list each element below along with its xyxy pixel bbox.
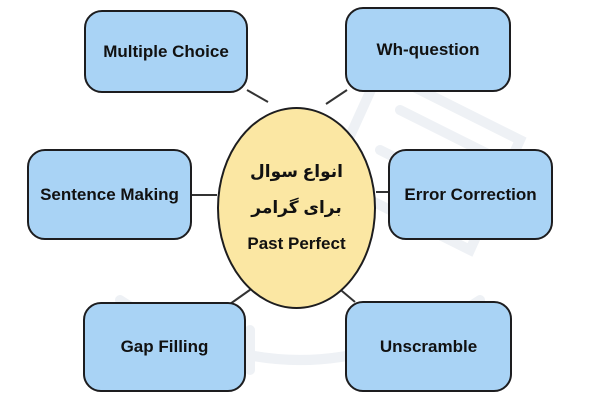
node-label: Gap Filling	[120, 337, 209, 356]
center-line-3: Past Perfect	[247, 234, 346, 253]
center-topic: انواع سوال برای گرامر Past Perfect	[217, 107, 376, 309]
node-label: Sentence Making	[40, 184, 179, 204]
node-multiple-choice: Multiple Choice	[84, 10, 248, 93]
node-label: Multiple Choice	[103, 41, 229, 61]
center-line-2: برای گرامر	[251, 198, 342, 217]
node-label: Unscramble	[379, 336, 478, 356]
node-sentence-making: Sentence Making	[27, 149, 192, 240]
node-unscramble: Unscramble	[345, 301, 512, 392]
node-error-correction: Error Correction	[388, 149, 553, 240]
node-label: Error Correction	[404, 184, 537, 204]
node-wh-question: Wh-question	[345, 7, 511, 92]
center-line-1: انواع سوال	[250, 162, 343, 181]
connector-wh-question	[325, 89, 348, 105]
node-label: Wh-question	[376, 39, 480, 59]
connector-multiple-choice	[246, 89, 269, 103]
node-gap-filling: Gap Filling	[83, 302, 246, 392]
